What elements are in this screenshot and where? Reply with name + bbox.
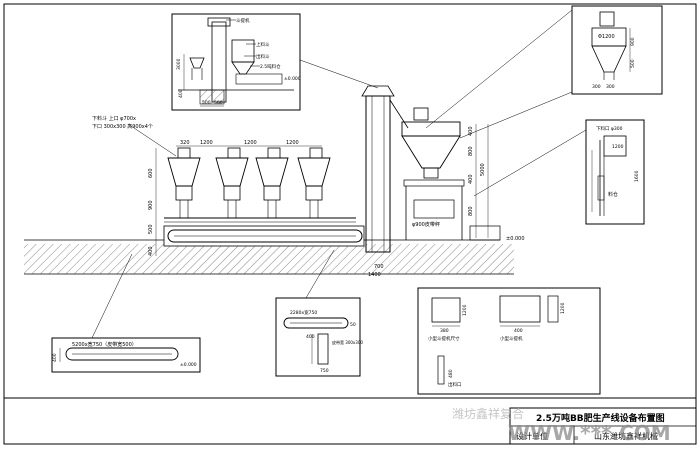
detail-top-left	[171, 13, 301, 111]
dim-320: 320	[180, 140, 190, 146]
design-unit-label: 设计单位	[516, 431, 548, 441]
hopper-3	[255, 147, 289, 218]
dim-1200a: 1200	[200, 140, 213, 146]
title-block	[509, 407, 697, 445]
left-dim-500: 500	[148, 224, 154, 234]
detail-right	[585, 119, 645, 225]
mixer-tank	[401, 107, 501, 241]
br-label-2: 小型斗提机	[500, 335, 523, 342]
hopper-1	[167, 147, 201, 218]
tr-dim-900: 900	[630, 37, 636, 46]
hopper-note-1: 下料斗 上口 φ700x	[92, 115, 136, 122]
detail-bottom-left	[51, 337, 201, 373]
company-text: 山东潍坊鑫祥机械	[594, 431, 658, 441]
tr-dim-300a: 300	[592, 84, 601, 90]
right-dim-400b: 400	[468, 174, 474, 184]
bl-text: 5200x宽750（皮带宽500）	[72, 341, 137, 348]
title-text: 2.5万吨BB肥生产线设备布置图	[536, 412, 665, 424]
dim-1200c: 1200	[286, 140, 299, 146]
scale-label: φ900皮带秤	[412, 221, 440, 228]
br-dim-1200a: 1200	[462, 304, 468, 316]
hopper-2	[215, 147, 249, 218]
tl-dim-400: 400	[178, 89, 184, 98]
left-dim-600: 600	[148, 168, 154, 178]
leader-top-left	[299, 59, 379, 89]
br-dim-1200b: 1200	[560, 302, 566, 314]
tl-dim-3000: 3000	[176, 58, 182, 70]
r-label: 料仓	[608, 191, 618, 198]
br-dim-480: 480	[448, 369, 454, 378]
br-dim-380: 380	[440, 328, 449, 334]
right-dim-5000: 5000	[480, 163, 486, 176]
tr-dim-300b: 300	[606, 84, 615, 90]
detail-bottom-right	[417, 287, 601, 395]
right-dim-400a: 400	[468, 126, 474, 136]
tl-dim-500a: 500	[202, 100, 211, 106]
tl-level: ±0.000	[284, 76, 301, 82]
tl-label-outlet: 出料斗	[256, 53, 270, 60]
detail-top-right	[571, 5, 663, 95]
bc-top: 2280x宽750	[290, 309, 317, 316]
r-dim-1200: 1200	[612, 144, 624, 150]
left-dim-400: 400	[148, 246, 154, 256]
tr-dim-500: 500	[630, 59, 636, 68]
bl-dim: 400	[52, 353, 58, 362]
right-level: ±0.000	[506, 236, 525, 242]
bucket-elevator	[361, 85, 409, 253]
br-label-3: 出料口	[448, 381, 462, 388]
left-dim-900: 900	[148, 200, 154, 210]
tl-label-elevator: 斗提机	[236, 17, 250, 24]
hopper-note-leader	[127, 123, 177, 157]
tl-label-hopper: 上料斗	[256, 41, 270, 48]
pit-dim: 700	[374, 264, 384, 270]
tr-dim-phi1200: Φ1200	[598, 34, 615, 40]
leader-top-right-b	[459, 91, 573, 139]
r-dim-1600: 1600	[634, 170, 640, 182]
br-label-1: 小型斗提机尺寸	[428, 335, 460, 342]
tl-label-silo: 2.5吨料仓	[260, 63, 281, 70]
leader-bottom-center	[305, 249, 335, 299]
dim-1200b: 1200	[244, 140, 257, 146]
bc-left: 400	[306, 334, 315, 340]
bc-bottom: 750	[320, 368, 329, 374]
hopper-4	[297, 147, 331, 218]
drawing-frame	[3, 3, 697, 445]
tl-dim-500b: 500	[214, 100, 223, 106]
watermark-company: 潍坊鑫祥复合	[452, 406, 524, 421]
bl-level: ±0.000	[180, 362, 197, 368]
leader-top-right-a	[425, 9, 573, 129]
main-elevation	[24, 217, 514, 275]
bc-mid: 皮带宽 300x300	[332, 339, 363, 345]
watermark-site: WWW.***.COM	[508, 421, 671, 445]
hopper-note-2: 下口 300x300 高900x4个	[92, 123, 153, 130]
leader-bottom-left	[91, 253, 133, 339]
right-dim-800a: 800	[468, 146, 474, 156]
pit-dim-2: 1400	[368, 272, 381, 278]
leader-right	[473, 129, 587, 197]
br-dim-400: 400	[514, 328, 523, 334]
r-note: 下料口 φ300	[596, 125, 623, 132]
detail-bottom-center	[275, 297, 361, 377]
bc-right: 50	[350, 322, 356, 328]
right-dim-800b: 800	[468, 206, 474, 216]
